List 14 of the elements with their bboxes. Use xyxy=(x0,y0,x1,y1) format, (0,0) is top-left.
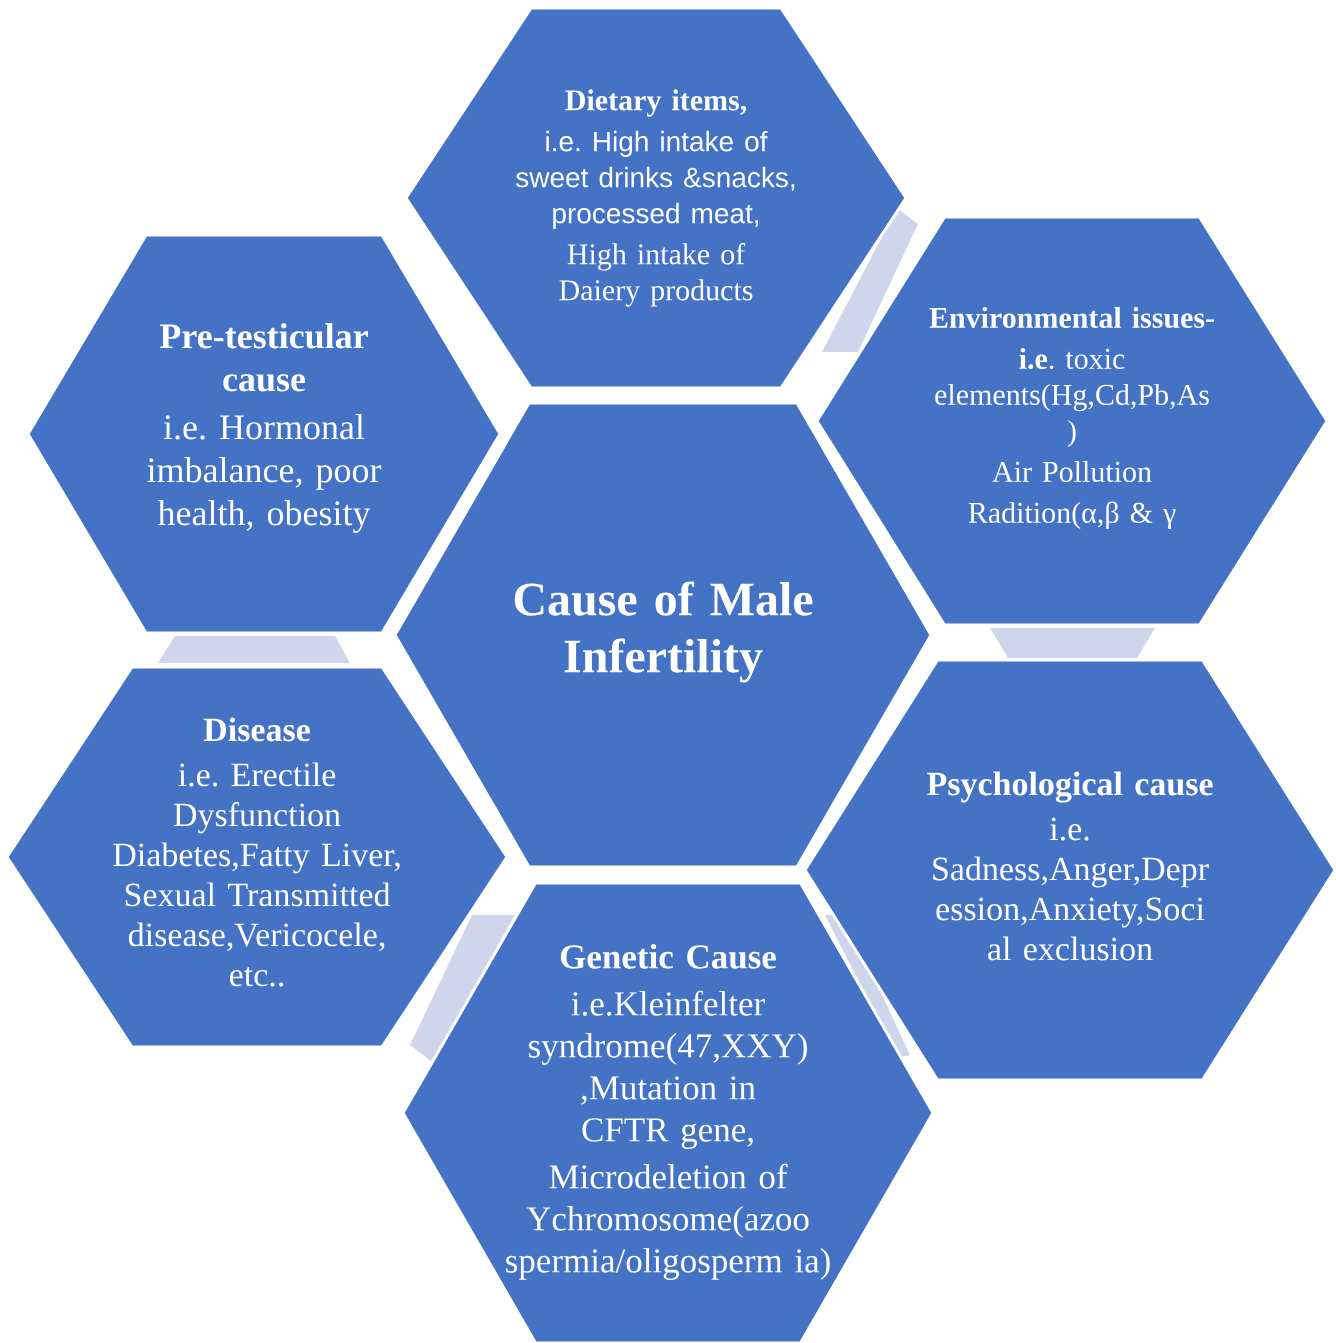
hexagon: Dietary items, i.e. High intake of sweet drinks &snacks, processed meat, High intake of Daiery products xyxy=(404,6,908,390)
node-label: i.e. toxic elements(Hg,Cd,Pb,As ) xyxy=(935,347,1209,448)
connector-band xyxy=(990,628,1155,658)
node-label: Air Pollution xyxy=(992,460,1152,482)
hexagon: Pre-testicular cause i.e. Hormonal imbalance, poor health, obesity xyxy=(26,233,502,635)
node-label: Environmental issues- xyxy=(929,306,1214,329)
node-label: i.e. Sadness,Anger,Depr ession,Anxiety,Soci al exclusion xyxy=(933,817,1209,961)
connector-band xyxy=(158,636,350,663)
hexagon: Environmental issues- i.e. toxic elements(Hg,Cd,Pb,As ) Air Pollution Radition(α,β & γ xyxy=(815,215,1329,627)
hexagon: Disease i.e. Erectile Dysfunction Diabetes,Fatty Liver, Sexual Transmitted disease,Vericocele, etc.. xyxy=(5,665,509,1049)
hexagon: Genetic Cause i.e.Kleinfelter syndrome(47,XXY) ,Mutation in CFTR gene, Microdeletion of Ychromosome(azoo spermia/oligosperm ia) xyxy=(401,881,935,1343)
connector-band xyxy=(822,208,918,352)
connector-band xyxy=(410,915,515,1062)
node-label: Radition(α,β & γ xyxy=(968,501,1176,530)
